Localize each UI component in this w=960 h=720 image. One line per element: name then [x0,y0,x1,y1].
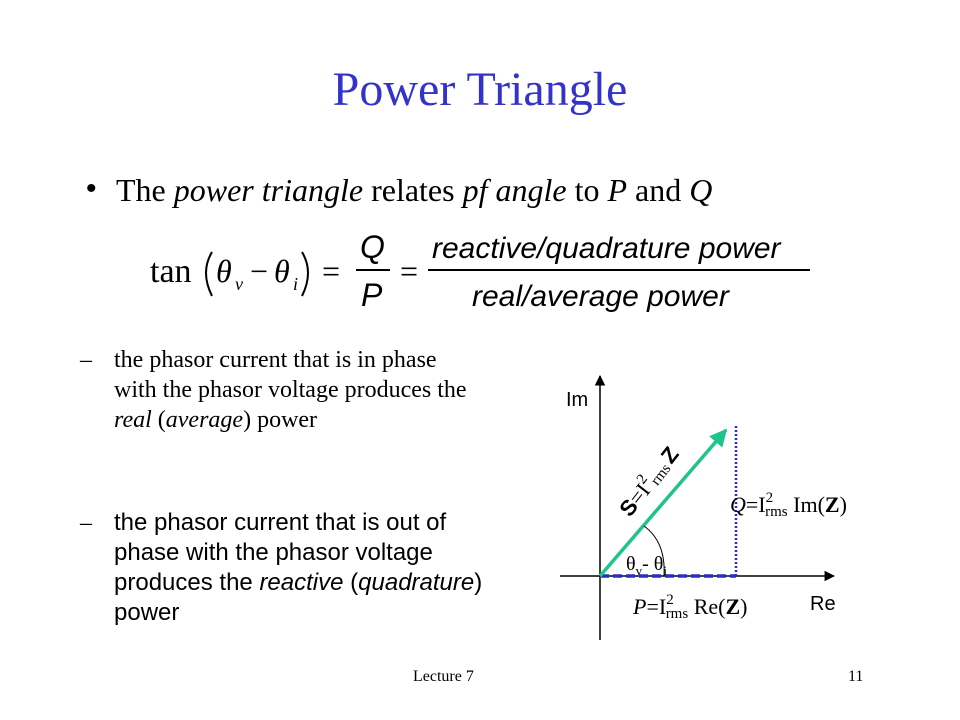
phase-angle-label: θv- θi [626,553,667,578]
eq-minus: − [250,253,268,289]
imag-axis-label: Im [566,389,588,411]
eq-tan: tan [150,253,192,290]
eq-theta-v: θ [216,253,232,289]
eq-left-paren [205,251,213,297]
svg-text:Q=I2rms Im(Z): Q=I2rms Im(Z) [730,490,847,520]
footer-lecture: Lecture 7 [413,668,474,685]
bullet-text: The power triangle relates pf angle to P… [116,172,713,208]
bullet-dot: • [86,172,97,205]
svg-text:P=I2rms Re(Z): P=I2rms Re(Z) [632,592,747,622]
apparent-power-hypotenuse [598,428,728,578]
svg-text:θv- θi: θv- θi [626,553,667,578]
real-axis-label: Re [810,593,836,615]
slide-title: Power Triangle [332,63,628,116]
eq-frac2-num: reactive/quadrature power [432,232,782,265]
power-factor-equation: tan θ v − θ i = Q P = reactive/quadratur… [150,229,810,313]
eq-equals-1: = [322,253,340,289]
eq-sub-i: i [293,274,298,294]
eq-equals-2: = [400,253,418,289]
eq-theta-i: θ [274,253,290,289]
eq-frac1-num: Q [360,229,385,265]
sub-bullet-text: the phasor current that is in phase with… [114,347,467,433]
eq-sub-v: v [235,274,243,294]
sub-bullet-dash: – [80,510,92,536]
footer-page-number: 11 [848,668,864,685]
svg-text:S=I2rmsZ: S=I2rmsZ [613,441,685,522]
eq-frac1-den: P [361,277,383,313]
eq-frac2-den: real/average power [472,280,730,313]
sub-bullet-text: the phasor current that is out of phase … [114,509,483,626]
sub-bullet-dash: – [80,347,92,373]
eq-right-paren [301,251,309,297]
apparent-power-label: S=I2rmsZ [613,441,685,522]
phase-angle-arc [643,525,665,577]
